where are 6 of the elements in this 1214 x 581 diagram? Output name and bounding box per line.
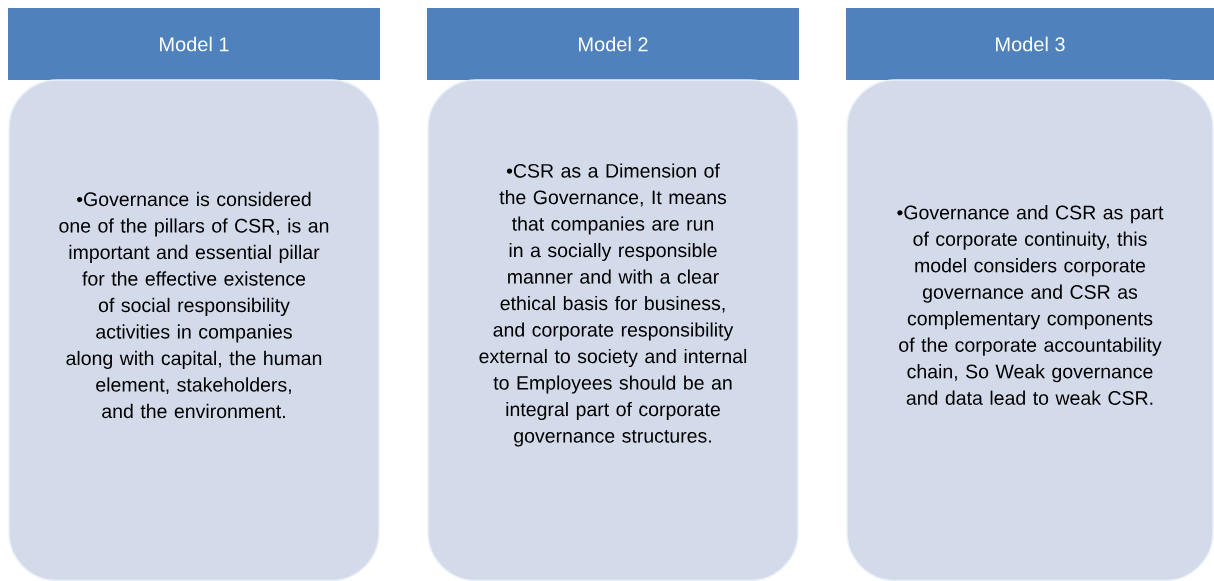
content-box: •CSR as a Dimension of the Governance, It means that companies are run in a socially responsible manner and with a clear ethical basis for business, and corporate responsibility external to society and internal to Employees should be an integral part of corporate governance structures.: [427, 79, 799, 581]
header-box: Model 3: [846, 8, 1214, 80]
header-box: Model 1: [8, 8, 380, 80]
content-box: •Governance is considered one of the pillars of CSR, is an important and essential pillar for the effective existence of social responsibility activities in companies along with capital, the human element, stakeholders, and the environment.: [8, 79, 380, 581]
content-box: •Governance and CSR as part of corporate continuity, this model considers corporate governance and CSR as complementary components of the corporate accountability chain, So Weak governance and data lead to weak CSR.: [846, 79, 1214, 581]
header-box: Model 2: [427, 8, 799, 80]
